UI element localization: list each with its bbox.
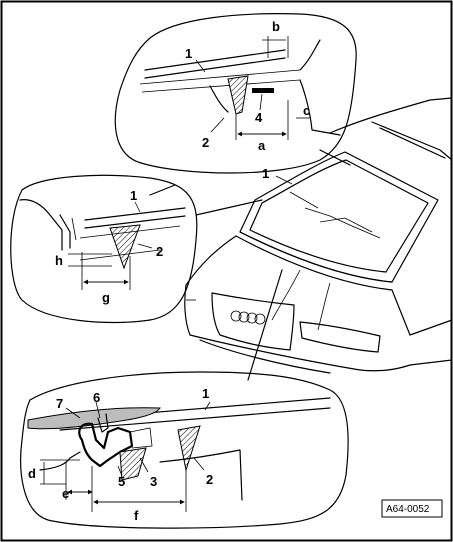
adhesive-bead-top: [227, 75, 249, 115]
marker-strip: [252, 88, 274, 93]
dim-f: f: [134, 508, 139, 523]
dim-e: e: [62, 486, 69, 501]
dim-g: g: [102, 290, 110, 305]
dim-c: c: [303, 103, 310, 118]
adhesive-bead-left: [109, 224, 141, 270]
dim-a: a: [258, 138, 266, 153]
reference-code: A64-0052: [386, 504, 430, 515]
callout-2-bottom: 2: [206, 472, 213, 487]
callout-2-top: 2: [202, 135, 209, 150]
adhesive-bead-bottom-right: [177, 425, 201, 472]
dim-b: b: [272, 19, 280, 34]
dim-d: d: [28, 466, 36, 481]
dim-h: h: [55, 253, 63, 268]
callout-2-left: 2: [156, 244, 163, 259]
detail-bubble-top: 1 2 4 a b c: [114, 13, 357, 174]
callout-1-left: 1: [130, 188, 137, 203]
callout-1-bottom: 1: [202, 386, 209, 401]
car-illustration: [184, 97, 453, 374]
callout-5: 5: [118, 474, 125, 489]
callout-6: 6: [93, 390, 100, 405]
detail-bubble-bottom: 7 6 1 2 3 5 d e f: [20, 269, 349, 529]
adhesive-bead-bottom: [119, 447, 147, 481]
detail-bubble-left: 1 2 h g: [10, 174, 263, 324]
callout-1-main: 1: [262, 166, 269, 181]
callout-3: 3: [150, 474, 157, 489]
callout-4: 4: [255, 110, 263, 125]
moulding: [27, 407, 161, 430]
callout-1-top: 1: [185, 46, 192, 61]
reference-code-box: [381, 499, 443, 518]
callout-7: 7: [56, 396, 63, 411]
